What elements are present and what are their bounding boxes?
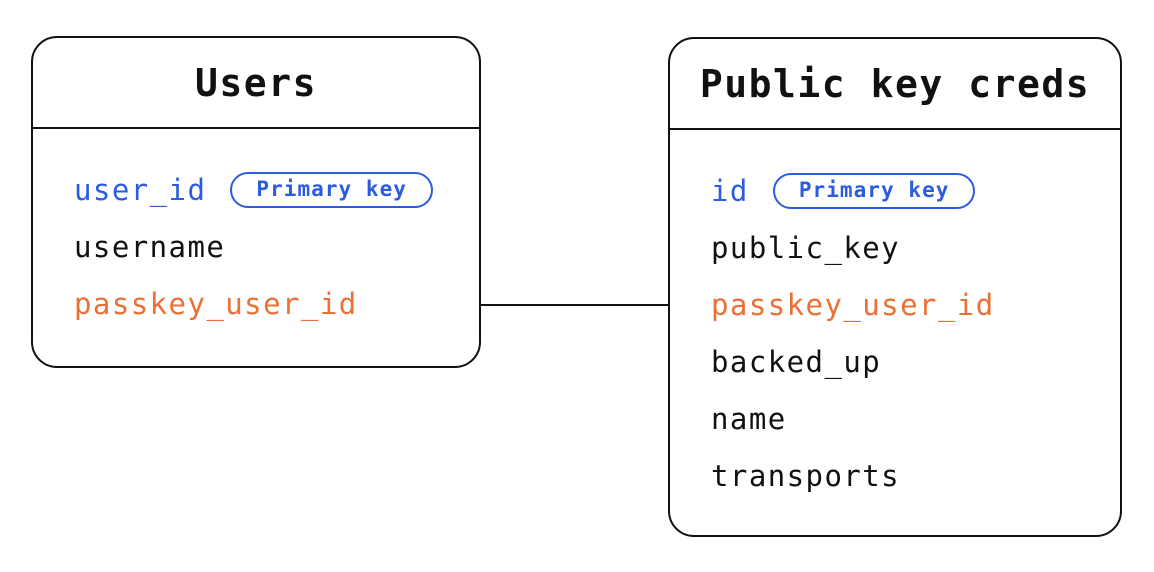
field-name-name: name [711,401,787,436]
primary-key-badge: Primary key [230,171,433,208]
field-row-user-id: user_id Primary key [74,161,479,218]
field-row-backed-up: backed_up [711,333,1120,390]
field-row-transports: transports [711,447,1120,504]
table-header-users: Users [33,38,479,129]
field-name-transports: transports [711,458,901,493]
field-row-public-key: public_key [711,219,1120,276]
field-name-passkey-user-id: passkey_user_id [711,287,995,322]
table-fields-public-key-creds: id Primary key public_key passkey_user_i… [670,130,1120,504]
field-name-passkey-user-id: passkey_user_id [74,286,358,321]
field-name-username: username [74,229,226,264]
field-row-passkey-user-id: passkey_user_id [711,276,1120,333]
field-row-passkey-user-id: passkey_user_id [74,275,479,332]
field-name-public-key: public_key [711,230,901,265]
table-node-public-key-creds: Public key creds id Primary key public_k… [668,37,1122,537]
relationship-line [481,304,668,306]
field-name-user-id: user_id [74,172,207,207]
table-header-public-key-creds: Public key creds [670,39,1120,130]
primary-key-badge: Primary key [772,172,976,209]
table-fields-users: user_id Primary key username passkey_use… [33,129,479,332]
field-row-id: id Primary key [711,162,1120,219]
field-name-id: id [711,173,749,208]
table-node-users: Users user_id Primary key username passk… [31,36,481,368]
table-title-users: Users [195,60,317,105]
table-title-public-key-creds: Public key creds [699,61,1091,106]
field-row-username: username [74,218,479,275]
field-name-backed-up: backed_up [711,344,882,379]
field-row-name: name [711,390,1120,447]
